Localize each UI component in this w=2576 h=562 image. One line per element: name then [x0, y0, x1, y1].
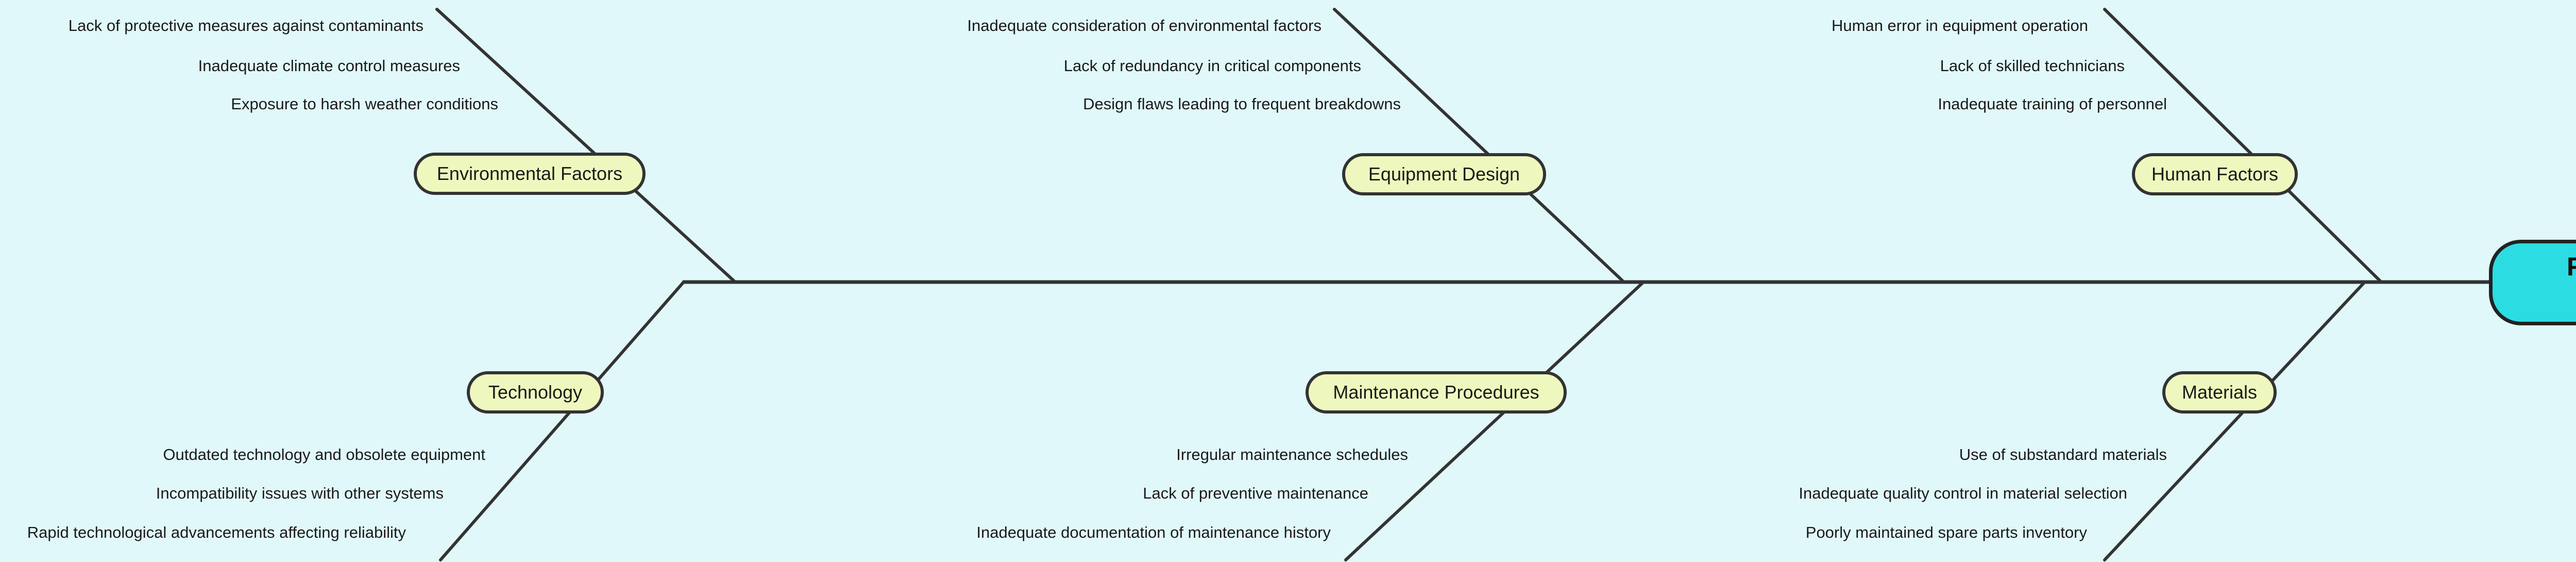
cause-label: Exposure to harsh weather conditions [231, 95, 498, 113]
category-node-human-factors: Human Factors [2132, 153, 2298, 195]
branch-line-environmental-factors [435, 8, 737, 284]
cause-label: Inadequate documentation of maintenance … [976, 523, 1331, 541]
category-node-equipment-design: Equipment Design [1342, 153, 1546, 195]
category-label: Maintenance Procedures [1333, 382, 1539, 403]
cause-label: Use of substandard materials [1959, 445, 2167, 464]
cause-label: Incompatibility issues with other system… [156, 484, 444, 502]
category-node-materials: Materials [2162, 371, 2277, 414]
category-label: Materials [2181, 382, 2258, 403]
cause-label: Rapid technological advancements affecti… [27, 523, 406, 541]
cause-label: Inadequate quality control in material s… [1799, 484, 2127, 502]
category-label: Technology [488, 382, 583, 403]
cause-label: Outdated technology and obsolete equipme… [163, 445, 485, 464]
cause-label: Lack of preventive maintenance [1143, 484, 1368, 502]
branch-line-technology [439, 280, 685, 561]
category-label: Environmental Factors [436, 163, 623, 184]
cause-label: Human error in equipment operation [1832, 16, 2088, 35]
cause-label: Lack of redundancy in critical component… [1063, 57, 1361, 75]
cause-label: Inadequate consideration of environmenta… [967, 16, 1321, 35]
branch-line-materials [2103, 280, 2366, 561]
category-node-environmental-factors: Environmental Factors [414, 153, 646, 195]
cause-label: Lack of skilled technicians [1940, 57, 2125, 75]
category-node-maintenance-procedures: Maintenance Procedures [1306, 371, 1567, 414]
effect-node: Fishbone (Ishikawa) Diagram of Equipment… [2489, 240, 2576, 325]
category-node-technology: Technology [467, 371, 604, 414]
cause-label: Poorly maintained spare parts inventory [1805, 523, 2087, 541]
branch-line-maintenance-procedures [1344, 280, 1645, 561]
category-label: Human Factors [2151, 163, 2279, 185]
branch-line-equipment-design [1333, 8, 1625, 284]
cause-label: Inadequate training of personnel [1938, 95, 2167, 113]
cause-label: Inadequate climate control measures [198, 57, 460, 75]
cause-label: Lack of protective measures against cont… [68, 16, 423, 35]
cause-label: Irregular maintenance schedules [1176, 445, 1408, 464]
diagram-title: Fishbone (Ishikawa) Diagram of Equipment… [2567, 252, 2576, 281]
cause-label: Design flaws leading to frequent breakdo… [1083, 95, 1401, 113]
category-label: Equipment Design [1368, 163, 1520, 185]
branch-line-human-factors [2103, 8, 2383, 284]
